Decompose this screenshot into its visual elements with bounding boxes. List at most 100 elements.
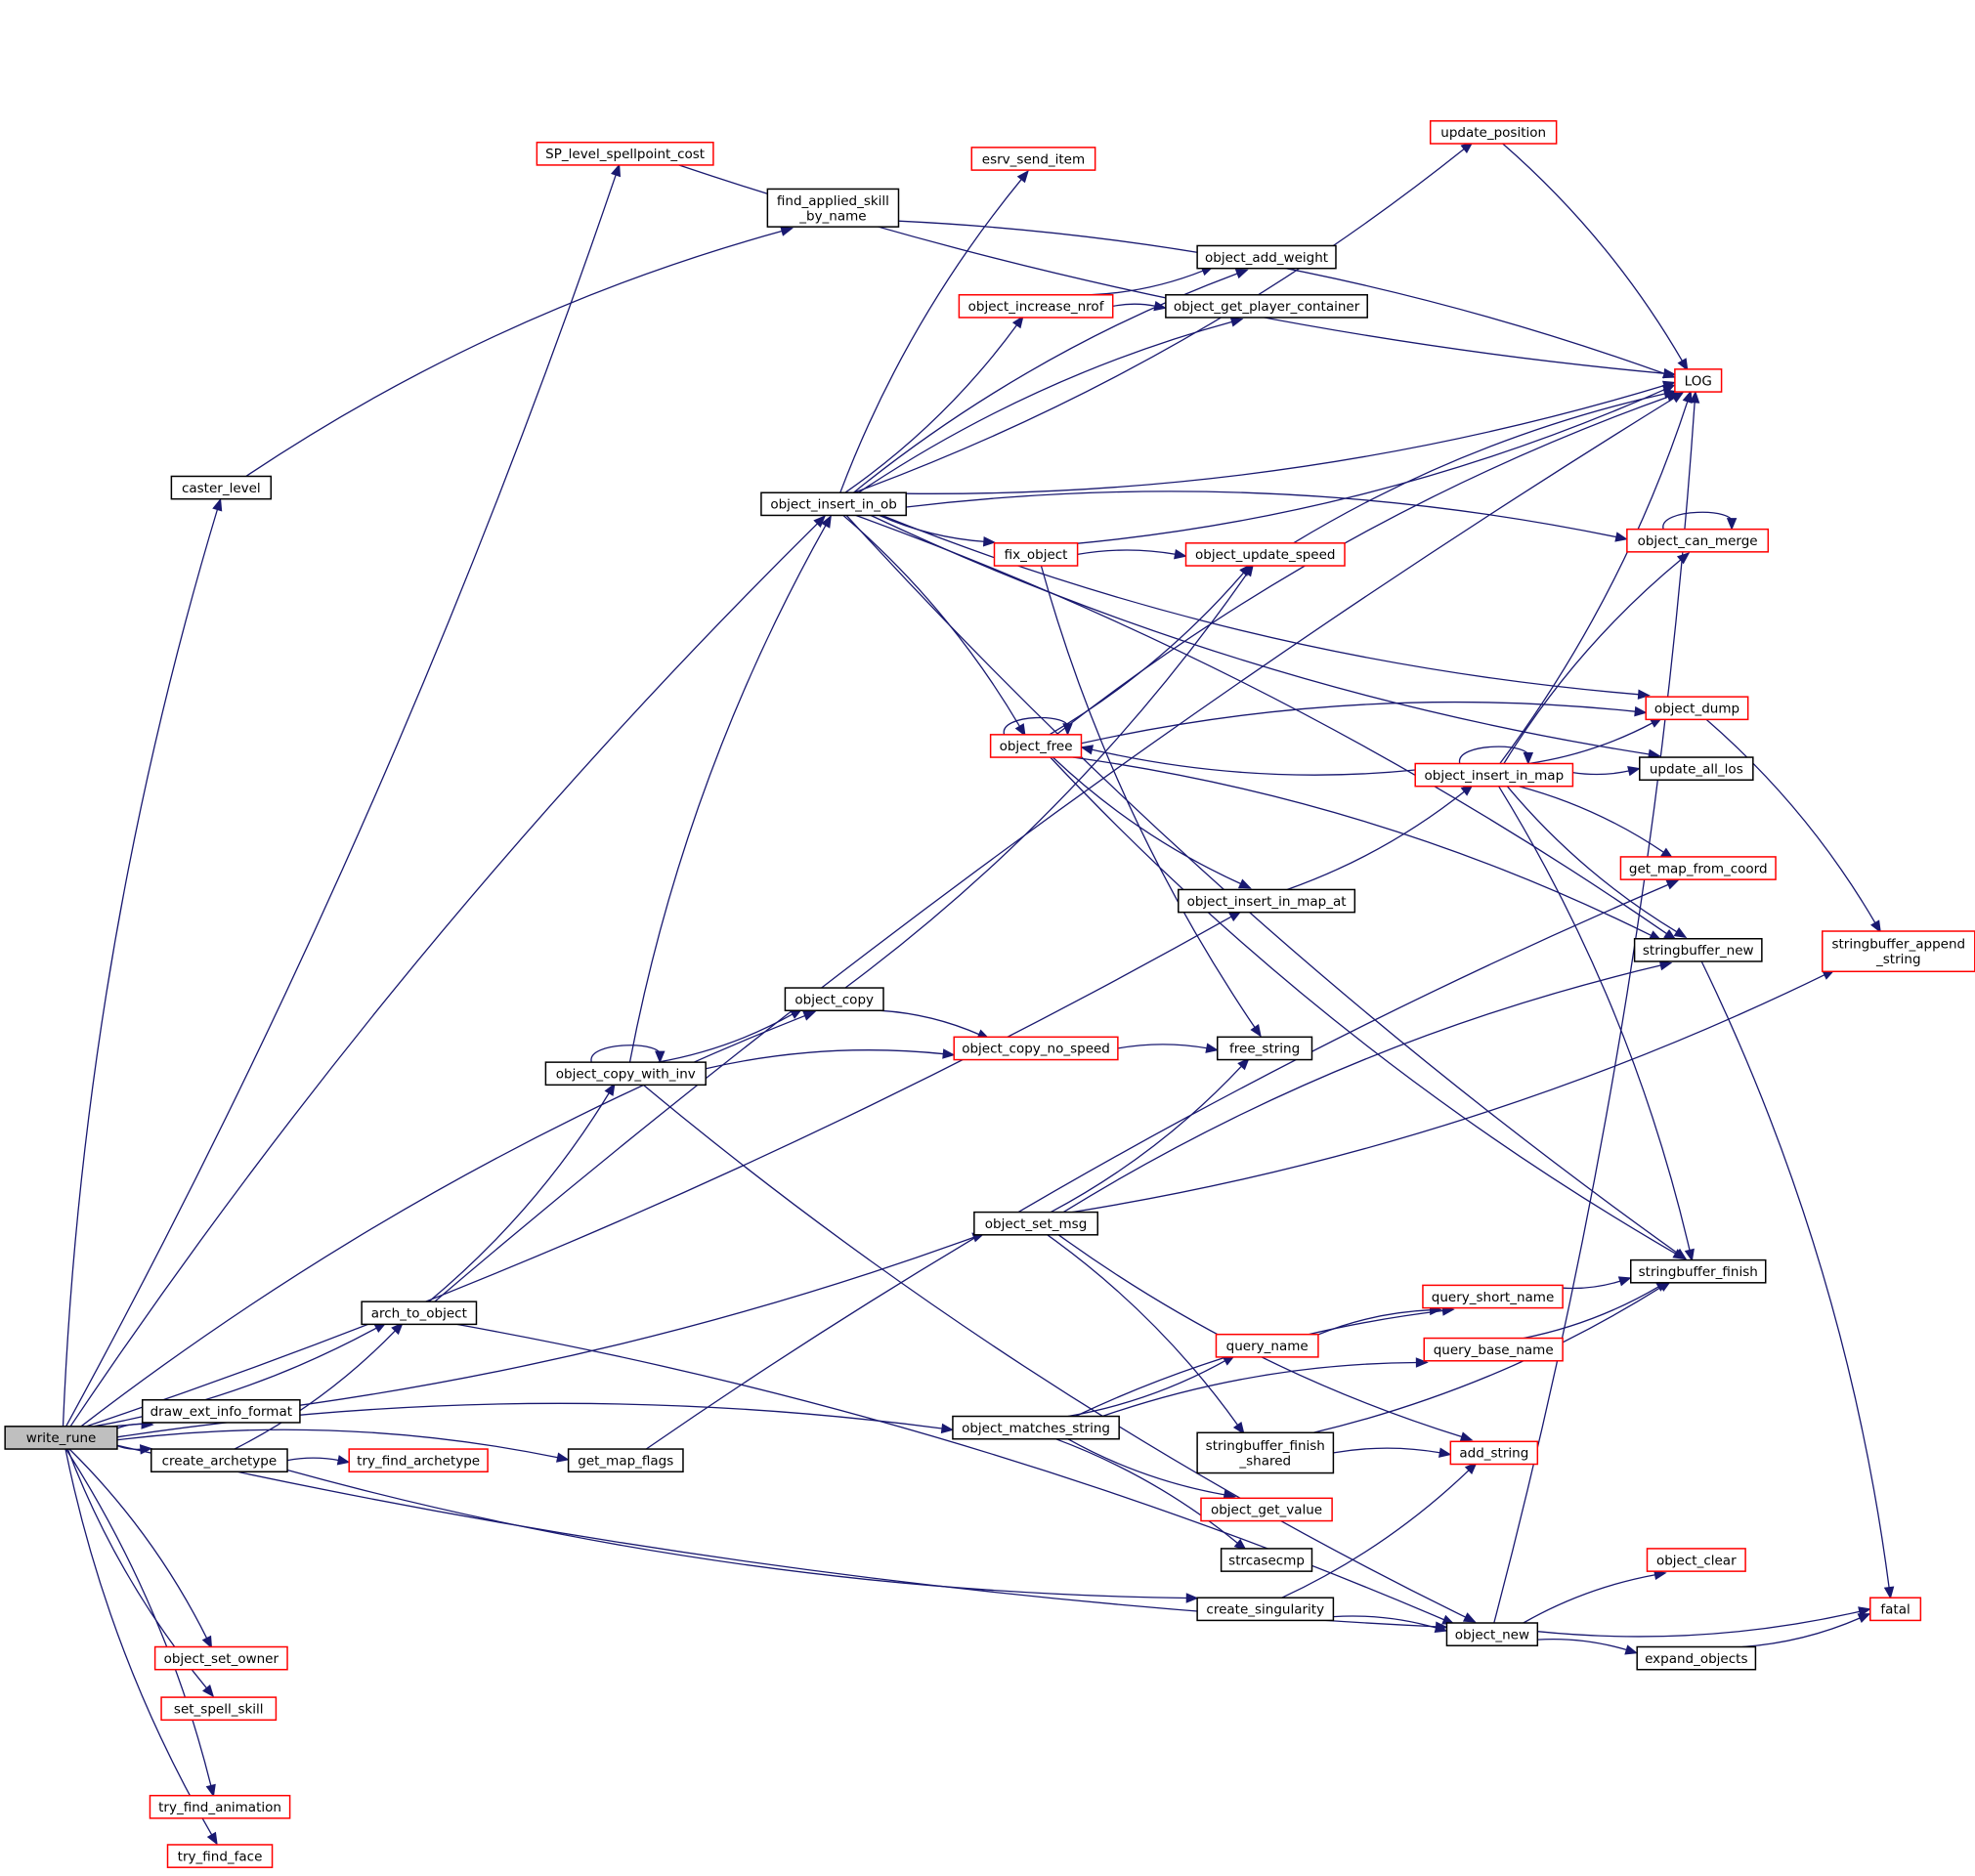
edge-line: [1519, 786, 1665, 854]
edge-line: [1281, 1469, 1471, 1599]
node-label: query_short_name: [1432, 1290, 1554, 1305]
edge-arrowhead: [1014, 723, 1026, 737]
node-box: [1445, 1622, 1539, 1646]
edge-arrowhead: [1185, 1593, 1199, 1603]
node-create_archetype[interactable]: create_archetype: [150, 1448, 288, 1473]
node-object_set_owner[interactable]: object_set_owner: [153, 1645, 288, 1671]
node-update_all_los[interactable]: update_all_los: [1639, 756, 1754, 782]
edge-line: [1312, 1286, 1663, 1433]
edge-line: [234, 1329, 397, 1450]
node-arch_to_object[interactable]: arch_to_object: [361, 1300, 478, 1326]
node-object_set_msg[interactable]: object_set_msg: [973, 1211, 1098, 1236]
node-label: strcasecmp: [1228, 1553, 1305, 1568]
node-stringbuffer_append_string[interactable]: stringbuffer_append_string: [1822, 930, 1975, 973]
node-stringbuffer_finish[interactable]: stringbuffer_finish: [1629, 1258, 1767, 1284]
node-stringbuffer_new[interactable]: stringbuffer_new: [1633, 938, 1763, 962]
edge-object_insert_in_ob-to-object_increase_nrof: [844, 315, 1024, 493]
node-object_matches_string[interactable]: object_matches_string: [952, 1415, 1120, 1440]
node-try_find_archetype[interactable]: try_find_archetype: [348, 1448, 489, 1473]
node-draw_ext_info_format[interactable]: draw_ext_info_format: [141, 1398, 301, 1424]
edge-object_insert_in_map-to-update_all_los: [1572, 765, 1641, 777]
node-query_base_name[interactable]: query_base_name: [1423, 1337, 1564, 1362]
edge-arrowhead: [1229, 317, 1244, 327]
node-caster_level[interactable]: caster_level: [170, 475, 273, 500]
edge-arrowhead: [1857, 1613, 1871, 1623]
node-label: stringbuffer_append: [1831, 937, 1965, 953]
node-object_update_speed[interactable]: object_update_speed: [1184, 542, 1346, 567]
edge-object_copy_no_speed-to-free_string: [1117, 1043, 1219, 1053]
node-box: [760, 491, 907, 517]
node-object_get_value[interactable]: object_get_value: [1200, 1497, 1333, 1522]
edge-line: [64, 1448, 213, 1836]
node-object_can_merge[interactable]: object_can_merge: [1626, 528, 1770, 553]
edge-line: [1502, 143, 1684, 362]
node-box: [1869, 1597, 1922, 1622]
edge-arrowhead: [1011, 315, 1024, 329]
edge-fix_object-to-LOG: [1077, 384, 1676, 544]
node-try_find_animation[interactable]: try_find_animation: [149, 1794, 291, 1819]
node-object_insert_in_ob[interactable]: object_insert_in_ob: [760, 491, 907, 517]
node-box: [766, 188, 900, 228]
node-fix_object[interactable]: fix_object: [993, 542, 1079, 567]
node-object_increase_nrof[interactable]: object_increase_nrof: [958, 294, 1114, 319]
node-object_copy_no_speed[interactable]: object_copy_no_speed: [953, 1036, 1119, 1061]
node-object_dump[interactable]: object_dump: [1645, 696, 1749, 721]
node-box: [1200, 1497, 1333, 1522]
node-object_get_player_container[interactable]: object_get_player_container: [1165, 294, 1368, 319]
edge-object_copy_with_inv-to-object_insert_in_ob: [628, 514, 832, 1063]
node-esrv_send_item[interactable]: esrv_send_item: [970, 147, 1096, 171]
edge-arrowhead: [1205, 1043, 1219, 1053]
node-label: object_set_msg: [985, 1216, 1088, 1232]
node-find_applied_skill_by_name[interactable]: find_applied_skill_by_name: [766, 188, 900, 228]
edge-object_free-to-object_dump: [1081, 701, 1648, 745]
edge-object_copy_with_inv-to-object_new: [642, 1084, 1477, 1623]
node-create_singularity[interactable]: create_singularity: [1196, 1597, 1335, 1622]
node-query_name[interactable]: query_name: [1215, 1333, 1319, 1358]
node-expand_objects[interactable]: expand_objects: [1636, 1645, 1757, 1671]
edge-arrowhead: [212, 497, 223, 512]
node-object_copy[interactable]: object_copy: [784, 987, 884, 1012]
node-stringbuffer_finish_shared[interactable]: stringbuffer_finish_shared: [1196, 1431, 1335, 1474]
edge-create_singularity-to-add_string: [1281, 1462, 1478, 1599]
node-LOG[interactable]: LOG: [1674, 368, 1723, 393]
node-add_string[interactable]: add_string: [1449, 1440, 1539, 1466]
node-SP_level_spellpoint_cost[interactable]: SP_level_spellpoint_cost: [536, 141, 714, 166]
node-label: object_insert_in_ob: [770, 497, 896, 513]
edge-arrowhead: [1627, 765, 1641, 777]
edge-write_rune-to-try_find_animation: [64, 1448, 216, 1798]
edge-arrowhead: [604, 1083, 616, 1096]
edge-object_insert_in_map-to-object_free: [1080, 745, 1416, 776]
node-box: [1196, 1431, 1335, 1474]
node-object_insert_in_map[interactable]: object_insert_in_map: [1414, 762, 1574, 788]
node-set_spell_skill[interactable]: set_spell_skill: [160, 1696, 278, 1722]
edge-write_rune-to-try_find_face: [64, 1448, 218, 1846]
node-strcasecmp[interactable]: strcasecmp: [1220, 1548, 1313, 1572]
edge-line: [870, 514, 1651, 755]
edge-create_singularity-to-object_new: [1333, 1615, 1448, 1633]
node-try_find_face[interactable]: try_find_face: [166, 1844, 274, 1868]
edge-write_rune-to-object_set_msg: [112, 1232, 986, 1428]
edge-line: [286, 1457, 340, 1462]
node-get_map_flags[interactable]: get_map_flags: [567, 1448, 684, 1473]
edge-line: [844, 323, 1018, 493]
node-box: [536, 141, 714, 166]
node-object_clear[interactable]: object_clear: [1646, 1548, 1746, 1572]
node-get_map_from_coord[interactable]: get_map_from_coord: [1619, 856, 1777, 880]
node-object_insert_in_map_at[interactable]: object_insert_in_map_at: [1178, 888, 1356, 914]
node-label: fix_object: [1005, 547, 1068, 563]
edge-line: [1563, 1280, 1621, 1290]
edge-arrowhead: [1883, 1586, 1895, 1599]
edge-line: [1050, 1065, 1243, 1214]
node-object_add_weight[interactable]: object_add_weight: [1196, 244, 1337, 270]
node-box: [544, 1061, 707, 1087]
node-fatal[interactable]: fatal: [1869, 1597, 1922, 1622]
node-object_new[interactable]: object_new: [1445, 1622, 1539, 1646]
node-object_copy_with_inv[interactable]: object_copy_with_inv: [544, 1061, 707, 1087]
node-query_short_name[interactable]: query_short_name: [1422, 1284, 1564, 1309]
node-object_free[interactable]: object_free: [989, 734, 1083, 758]
node-free_string[interactable]: free_string: [1217, 1036, 1313, 1061]
node-update_position[interactable]: update_position: [1429, 120, 1558, 145]
edge-line: [1293, 393, 1666, 544]
edge-arrowhead: [1670, 392, 1685, 404]
node-label: update_position: [1440, 125, 1546, 141]
